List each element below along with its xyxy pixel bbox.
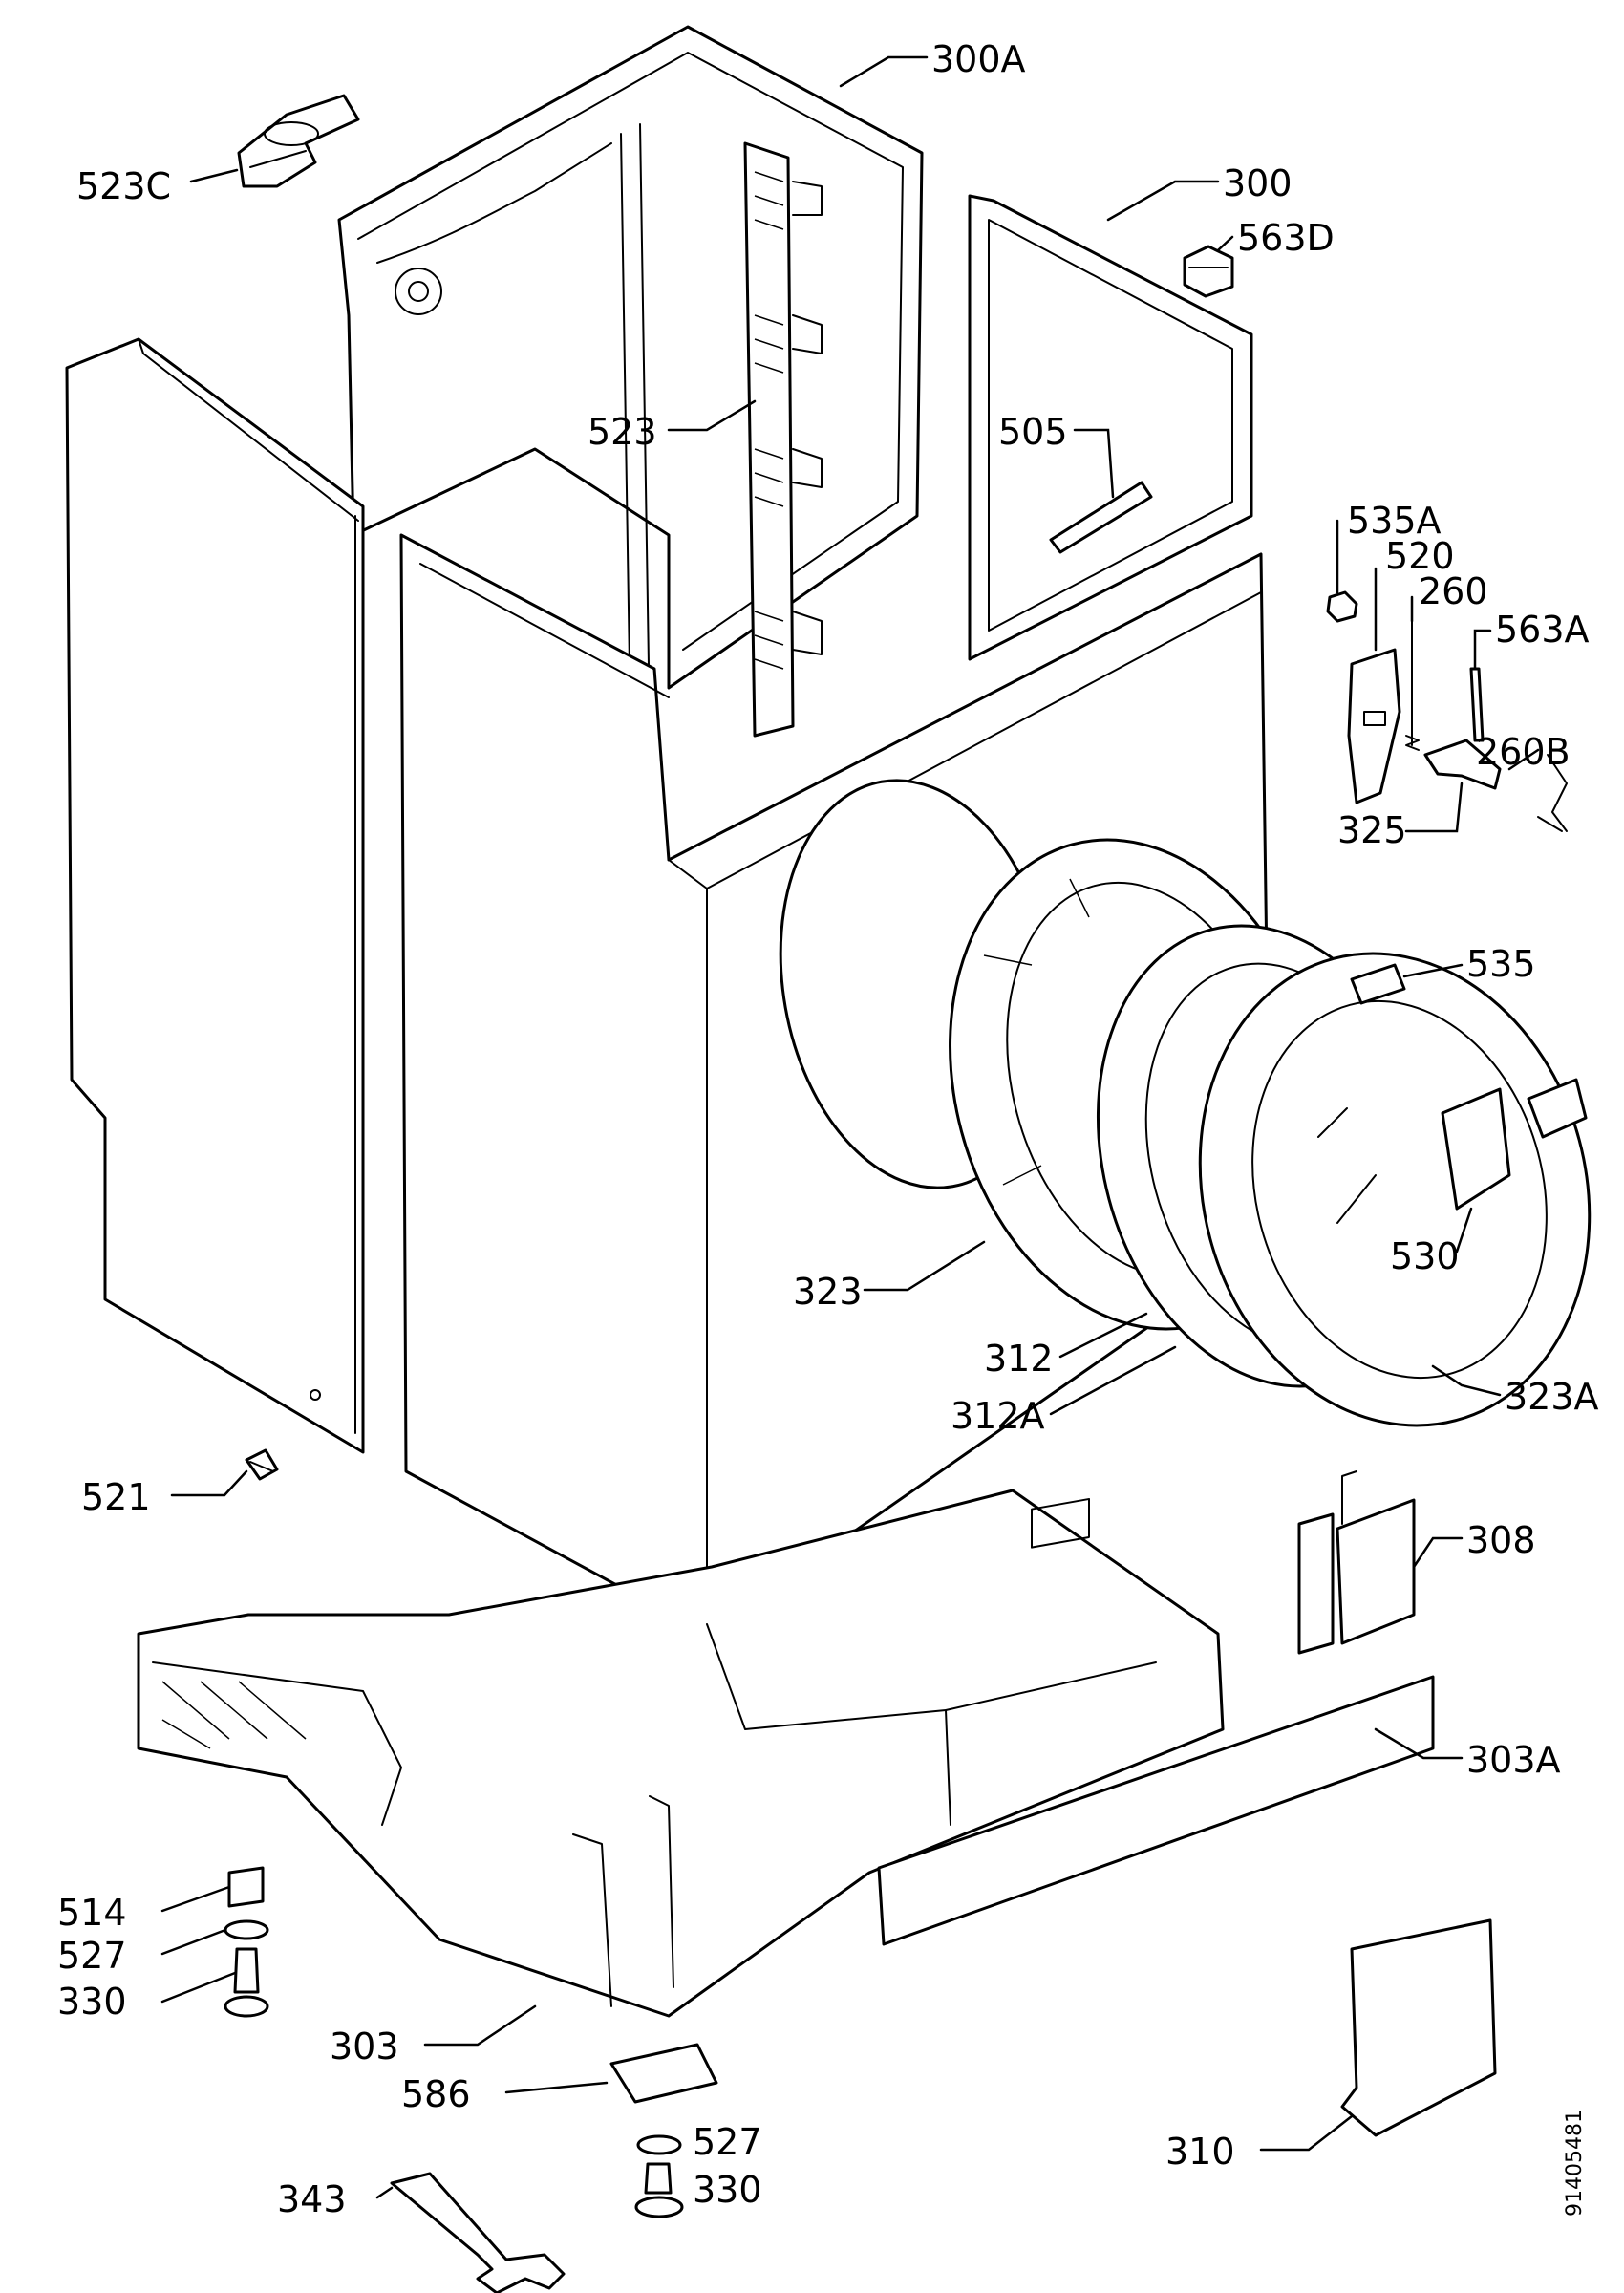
part-front-cabinet — [399, 533, 1272, 1636]
part-505-rod — [1049, 481, 1153, 554]
label-312: 312 — [984, 1338, 1054, 1380]
label-303: 303 — [330, 2025, 399, 2068]
part-563d-clip — [1183, 245, 1234, 298]
part-523c-clip — [237, 94, 360, 188]
label-312A: 312A — [951, 1395, 1045, 1437]
part-523-rear-strip — [743, 141, 823, 738]
part-530-door-handle — [1441, 1078, 1588, 1211]
label-523C: 523C — [76, 165, 171, 207]
label-343: 343 — [277, 2178, 347, 2220]
part-520-lock-plate — [1347, 648, 1401, 804]
part-303a-plinth-strip — [877, 1675, 1435, 1946]
label-505: 505 — [998, 411, 1068, 453]
part-586-bracket — [609, 2043, 718, 2104]
part-330-foot-right — [634, 2162, 684, 2218]
part-527-washer-right — [636, 2134, 682, 2155]
label-523: 523 — [588, 411, 657, 453]
callout-labels: 300A 523C 300 563D 523 505 535A 520 260 … — [57, 38, 1599, 2220]
label-325: 325 — [1337, 809, 1407, 851]
label-514: 514 — [57, 1892, 127, 1934]
part-325-lever — [1423, 739, 1502, 790]
part-left-side-panel — [65, 337, 365, 1454]
part-310-flap — [1340, 1918, 1497, 2137]
part-514-foot-bolt — [227, 1866, 265, 1908]
label-530: 530 — [1390, 1235, 1460, 1277]
leader-lines — [160, 55, 1540, 2199]
label-330-right: 330 — [693, 2169, 762, 2211]
part-300-side-panel-frame — [968, 194, 1253, 661]
part-260b-spring — [1537, 754, 1568, 832]
label-308: 308 — [1466, 1519, 1536, 1561]
label-563D: 563D — [1237, 217, 1335, 259]
label-535: 535 — [1466, 943, 1536, 985]
part-308-hinge — [1297, 1470, 1416, 1655]
label-300: 300 — [1223, 162, 1293, 204]
part-260-spring — [1405, 620, 1420, 751]
part-330-foot-left — [224, 1947, 269, 2018]
label-563A: 563A — [1495, 609, 1590, 651]
part-303-base-frame — [137, 1489, 1225, 2018]
label-260B: 260B — [1476, 731, 1571, 773]
label-586: 586 — [401, 2073, 471, 2115]
label-323: 323 — [793, 1271, 863, 1313]
label-520: 520 — [1385, 535, 1455, 577]
label-535A: 535A — [1347, 500, 1442, 542]
label-323A: 323A — [1505, 1376, 1599, 1418]
part-521-screw — [245, 1448, 279, 1481]
label-303A: 303A — [1466, 1739, 1561, 1781]
part-535-pin — [1350, 963, 1406, 1005]
part-343-spanner — [390, 2172, 566, 2293]
label-330-left: 330 — [57, 1981, 127, 2023]
label-521: 521 — [81, 1476, 151, 1518]
part-323a-door — [1198, 952, 1592, 1427]
document-number: 91405481 — [1563, 2110, 1587, 2217]
part-563a-pin — [1469, 667, 1485, 742]
label-260: 260 — [1419, 570, 1488, 612]
part-535a-knob — [1326, 590, 1358, 623]
part-527-washer-left — [224, 1919, 269, 1940]
label-527-left: 527 — [57, 1935, 127, 1977]
label-300A: 300A — [931, 38, 1026, 80]
label-527-right: 527 — [693, 2121, 762, 2163]
label-310: 310 — [1165, 2131, 1235, 2173]
